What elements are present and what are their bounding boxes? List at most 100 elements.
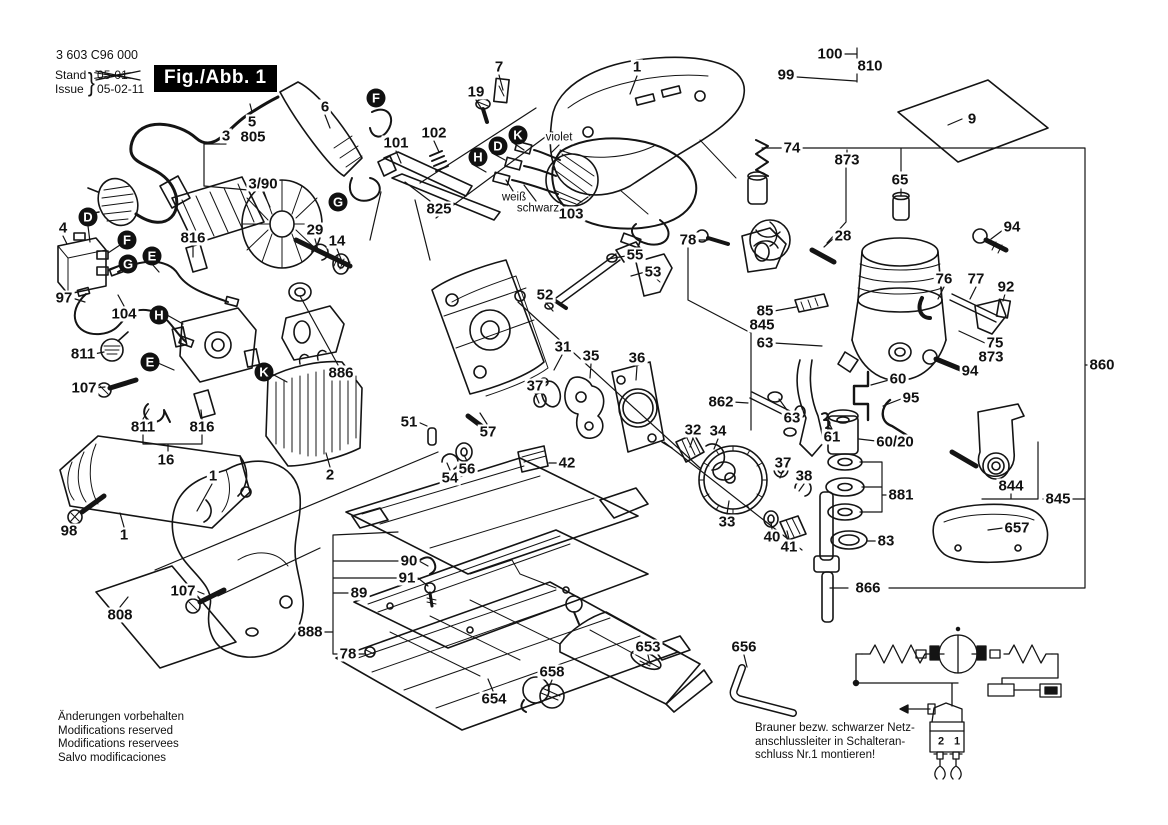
part-label: 37 xyxy=(524,377,546,395)
revision-line: Änderungen vorbehalten xyxy=(58,711,184,723)
part-label: 3/90 xyxy=(246,175,280,193)
part-label: 816 xyxy=(178,229,208,247)
assembly-note: Brauner bezw. schwarzer Netz- anschlussl… xyxy=(755,722,915,763)
part-label: 1 xyxy=(630,58,644,76)
wire-color-label: violet xyxy=(544,131,574,144)
part-label: 78 xyxy=(337,645,359,663)
part-label: 89 xyxy=(348,584,370,602)
part-label: 104 xyxy=(109,305,139,323)
drive-unit xyxy=(695,139,1012,381)
part-label: 35 xyxy=(580,347,602,365)
clip-29-roller-14 xyxy=(311,243,350,275)
part-label: 91 xyxy=(396,569,418,587)
part-label: 100 xyxy=(815,45,845,63)
callout-letter: D xyxy=(488,136,508,156)
part-label: 845 xyxy=(1043,490,1073,508)
part-label: 42 xyxy=(556,454,578,472)
part-label: 16 xyxy=(155,451,177,469)
assembly-note-line: anschlussleiter in Schalteran- xyxy=(755,735,906,748)
part-label: 845 xyxy=(747,316,777,334)
part-label: 873 xyxy=(832,151,862,169)
callout-letter: H xyxy=(468,147,488,167)
part-label: 873 xyxy=(976,348,1006,366)
revision-note: Änderungen vorbehalten Modifications res… xyxy=(58,711,184,765)
assembly-note-line: schluss Nr.1 montieren! xyxy=(755,749,876,761)
part-label: 65 xyxy=(889,171,911,189)
part-label: 866 xyxy=(853,579,883,597)
part-label: 75 xyxy=(984,334,1006,352)
part-label: 14 xyxy=(326,232,348,250)
part-label: 55 xyxy=(624,246,646,264)
brush-plate xyxy=(143,243,345,423)
document-number: 3 603 C96 000 xyxy=(56,48,139,62)
part-label: 31 xyxy=(552,338,574,356)
part-label: 107 xyxy=(168,582,198,600)
part-label: 77 xyxy=(965,270,987,288)
part-label: 654 xyxy=(479,690,509,708)
part-label: 74 xyxy=(781,139,803,157)
part-label: 94 xyxy=(1001,218,1023,236)
part-label: 653 xyxy=(633,638,663,656)
part-label: 34 xyxy=(707,422,729,440)
terminal-label: 1 xyxy=(953,735,961,748)
power-cord xyxy=(87,81,393,227)
clamp-658 xyxy=(520,676,565,713)
part-label: 53 xyxy=(642,263,664,281)
lever-group xyxy=(377,77,510,221)
part-label: 6 xyxy=(318,98,332,116)
part-label: 103 xyxy=(556,205,586,223)
part-label: 61 xyxy=(821,428,843,446)
part-label: 37 xyxy=(772,454,794,472)
part-label: 811 xyxy=(68,345,98,363)
gear-bracket xyxy=(431,259,549,397)
terminal-label: 2 xyxy=(937,735,945,748)
part-label: 51 xyxy=(398,413,420,431)
part-label: 54 xyxy=(439,469,461,487)
top-housing-shell xyxy=(549,56,745,215)
plunger-group xyxy=(767,359,910,623)
issue-label: Issue xyxy=(55,82,84,96)
part-label: 63 xyxy=(754,334,776,352)
part-label: 4 xyxy=(56,219,70,237)
handle-shell xyxy=(171,460,304,658)
sticker-9 xyxy=(897,79,1049,163)
part-label: 657 xyxy=(1002,519,1032,537)
part-label: 52 xyxy=(534,286,556,304)
part-label: 816 xyxy=(187,418,217,436)
part-label: 2 xyxy=(323,466,337,484)
part-label: 886 xyxy=(326,364,356,382)
part-label: 56 xyxy=(456,460,478,478)
part-label: 92 xyxy=(995,278,1017,296)
part-label: 29 xyxy=(304,221,326,239)
part-label: 658 xyxy=(537,663,567,681)
part-label: 101 xyxy=(381,134,411,152)
part-label: 85 xyxy=(754,302,776,320)
callout-letter: G xyxy=(328,192,348,212)
part-label: 28 xyxy=(832,227,854,245)
callout-letter: H xyxy=(149,305,169,325)
part-label: 862 xyxy=(706,393,736,411)
callout-letter: F xyxy=(117,230,137,250)
part-label: 844 xyxy=(996,477,1026,495)
part-label: 60/20 xyxy=(874,433,916,451)
callout-letter: K xyxy=(508,125,528,145)
sticker-808 xyxy=(95,565,237,669)
brace-glyph: } xyxy=(88,67,96,97)
part-label: 63 xyxy=(781,409,803,427)
callout-letter: D xyxy=(78,207,98,227)
part-label: 825 xyxy=(424,200,454,218)
part-label: 19 xyxy=(465,83,487,101)
allen-key xyxy=(729,664,797,717)
part-label: 811 xyxy=(128,418,158,436)
callout-letter: E xyxy=(140,352,160,372)
part-label: 805 xyxy=(238,128,268,146)
part-label: 78 xyxy=(677,231,699,249)
part-label: 40 xyxy=(761,528,783,546)
issue-date: 05-02-11 xyxy=(97,82,145,96)
part-label: 1 xyxy=(206,467,220,485)
part-label: 76 xyxy=(933,270,955,288)
callout-letter: K xyxy=(254,362,274,382)
figure-label: Fig./Abb. 1 xyxy=(154,65,277,92)
callout-letter: G xyxy=(118,254,138,274)
revision-line: Modifications reserved xyxy=(58,724,174,737)
